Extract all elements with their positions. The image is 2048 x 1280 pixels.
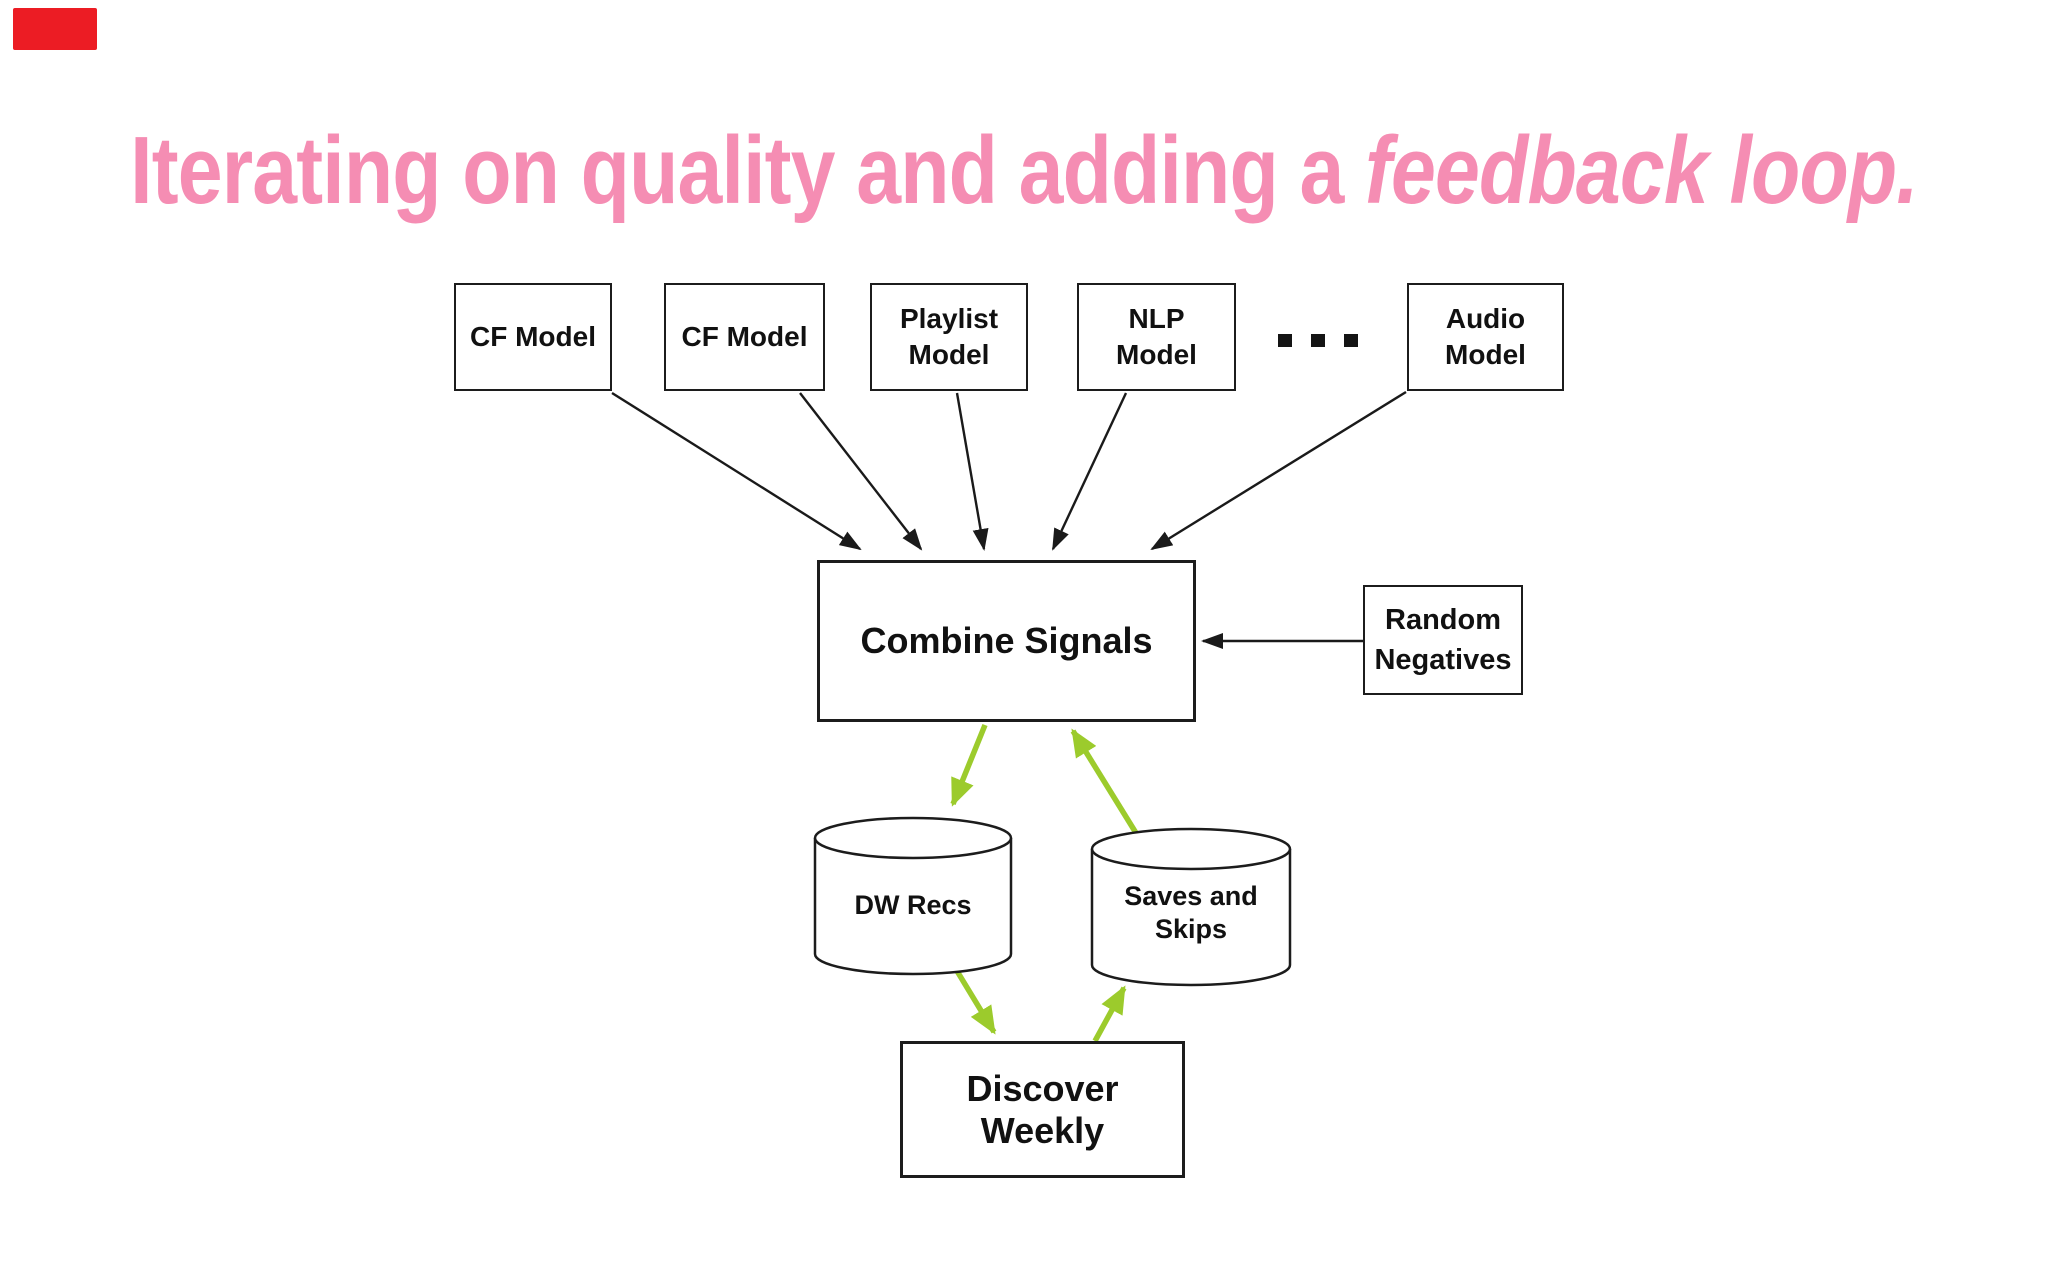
ellipsis-dot [1311,334,1325,347]
nlp-model-box: NLP Model [1077,283,1236,391]
cf-model-2-to-combine-arrow [799,392,923,551]
dw-recs-label-text: DW Recs [854,889,972,920]
playlist-model-label-line2: Model [908,339,990,370]
discover-weekly-label: Discover Weekly [966,1067,1119,1151]
random-negatives-label-line2: Negatives [1374,644,1512,676]
ellipsis-dot [1278,334,1292,347]
cf-model-1-to-combine-arrow [611,391,862,551]
audio-model-label-line1: Audio [1445,303,1526,334]
random-negatives-box: Random Negatives [1363,585,1523,695]
playlist-model-label-line1: Playlist [899,303,999,334]
nlp-model-label-line2: Model [1116,339,1197,370]
saves-skips-label-line2: Skips [1154,914,1228,944]
ellipsis-dot [1344,334,1358,347]
combine-signals-label: Combine Signals [860,620,1153,661]
discover-weekly-box: Discover Weekly [900,1041,1185,1178]
dw-recs-cylinder [813,816,1013,976]
audio-model-box: Audio Model [1407,283,1564,391]
slide-title-regular: Iterating on quality and adding a [130,117,1366,224]
combine-signals-box: Combine Signals [817,560,1196,722]
combine-to-dw-recs-arrow [950,723,988,807]
dw-recs-to-discover-weekly-arrow [954,969,997,1035]
slide-title: Iterating on quality and adding a feedba… [130,117,1919,224]
saves-skips-label: Saves and Skips [1097,878,1285,948]
random-negatives-label-line1: Random [1385,604,1501,636]
cf-model-1-label: CF Model [470,321,596,352]
audio-model-to-combine-arrow [1150,390,1407,551]
dw-recs-label: DW Recs [825,870,1001,940]
saves-skips-label-line1: Saves and [1124,881,1258,911]
nlp-model-label-line1: NLP [1128,303,1185,334]
cf-model-2-box: CF Model [664,283,825,391]
cf-model-1-box: CF Model [454,283,612,391]
audio-model-label-line2: Model [1445,339,1526,370]
slide-title-italic: feedback loop. [1365,117,1919,224]
saves-skips-to-combine-arrow [1070,728,1139,835]
cf-model-2-label: CF Model [681,321,808,352]
saves-skips-cylinder [1090,827,1292,987]
playlist-model-box: Playlist Model [870,283,1028,391]
nlp-model-to-combine-arrow [1051,392,1128,551]
discover-weekly-to-saves-skips-arrow [1092,985,1127,1043]
ellipsis-icon [1278,334,1358,347]
record-indicator-icon [13,8,97,50]
playlist-model-to-combine-arrow [955,392,989,551]
